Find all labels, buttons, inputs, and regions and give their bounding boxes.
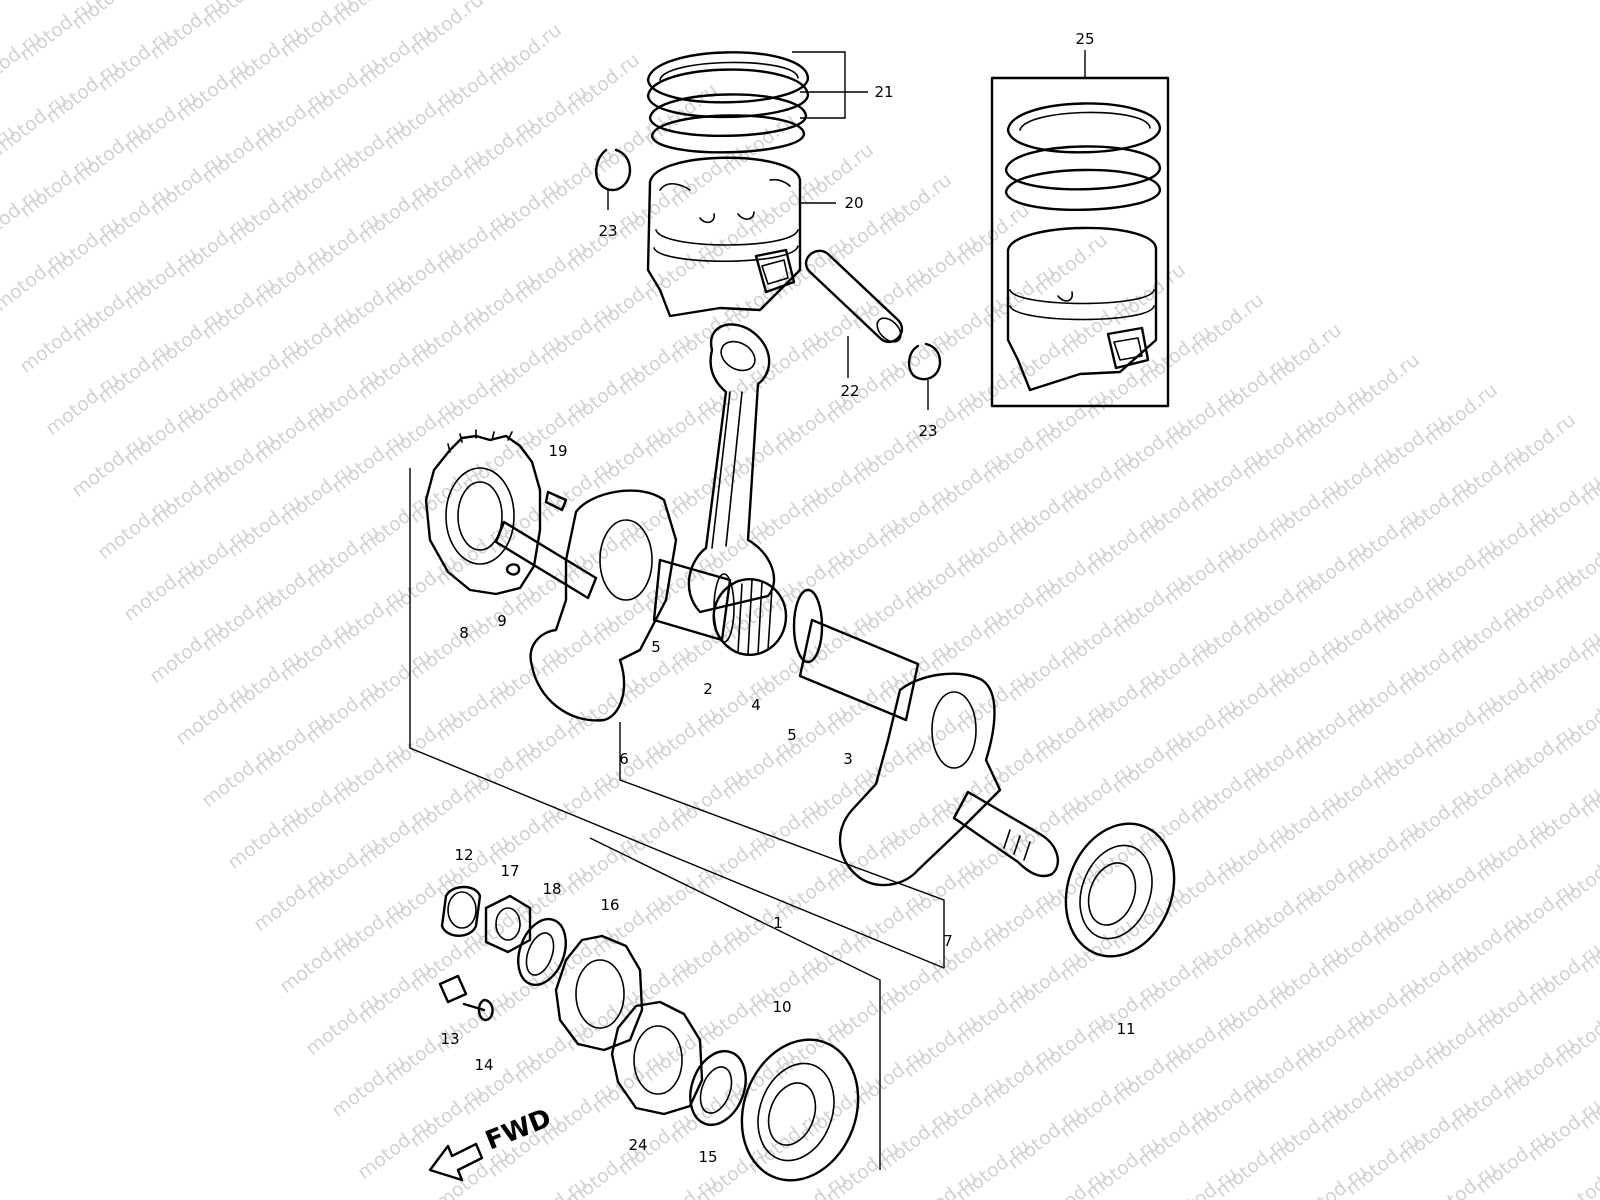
- circlip-left: [595, 148, 632, 192]
- crankshaft: [424, 429, 1060, 887]
- part-label-1: 1: [773, 914, 783, 932]
- part-label-19: 19: [548, 442, 567, 460]
- piston-pin: [804, 249, 904, 344]
- assembly-bracket-6-7: [619, 722, 945, 968]
- part-label-23b: 23: [918, 422, 937, 440]
- leader-21-bracket: [792, 51, 846, 119]
- piston-set-box: [990, 76, 1170, 408]
- part-label-5a: 5: [651, 638, 661, 656]
- piston: [646, 156, 802, 318]
- part-label-2: 2: [703, 680, 713, 698]
- part-label-6: 6: [619, 750, 629, 768]
- part-label-11: 11: [1116, 1020, 1135, 1038]
- bearing-right: [1064, 822, 1176, 958]
- part-label-9: 9: [497, 612, 507, 630]
- part-label-24: 24: [628, 1136, 647, 1154]
- assembly-bracket-1: [409, 468, 945, 969]
- part-label-18: 18: [542, 880, 561, 898]
- piston-rings: [646, 51, 810, 154]
- part-label-4: 4: [751, 696, 761, 714]
- part-label-12: 12: [454, 846, 473, 864]
- part-label-14: 14: [474, 1056, 493, 1074]
- part-label-7: 7: [943, 932, 953, 950]
- bracket-lower-parts: [589, 837, 881, 1170]
- lower-parts: [438, 885, 860, 1182]
- part-label-21: 21: [874, 83, 893, 101]
- part-label-22: 22: [840, 382, 859, 400]
- part-label-15: 15: [698, 1148, 717, 1166]
- piston-set: [1004, 102, 1162, 392]
- part-labels: 1 2 3 4 5 5 6 7 8 9 10 11 12 13 14 15 16…: [440, 30, 1135, 1166]
- connecting-rod: [687, 323, 776, 614]
- part-label-23a: 23: [598, 222, 617, 240]
- part-label-5b: 5: [787, 726, 797, 744]
- circlip-right: [907, 342, 942, 381]
- forward-arrow: [428, 1142, 484, 1182]
- part-label-10: 10: [772, 998, 791, 1016]
- part-label-17: 17: [500, 862, 519, 880]
- part-label-20: 20: [844, 194, 863, 212]
- part-label-25: 25: [1075, 30, 1094, 48]
- forward-label: FWD: [481, 1103, 555, 1156]
- part-label-13: 13: [440, 1030, 459, 1048]
- part-label-8: 8: [459, 624, 469, 642]
- part-label-3: 3: [843, 750, 853, 768]
- part-label-16: 16: [600, 896, 619, 914]
